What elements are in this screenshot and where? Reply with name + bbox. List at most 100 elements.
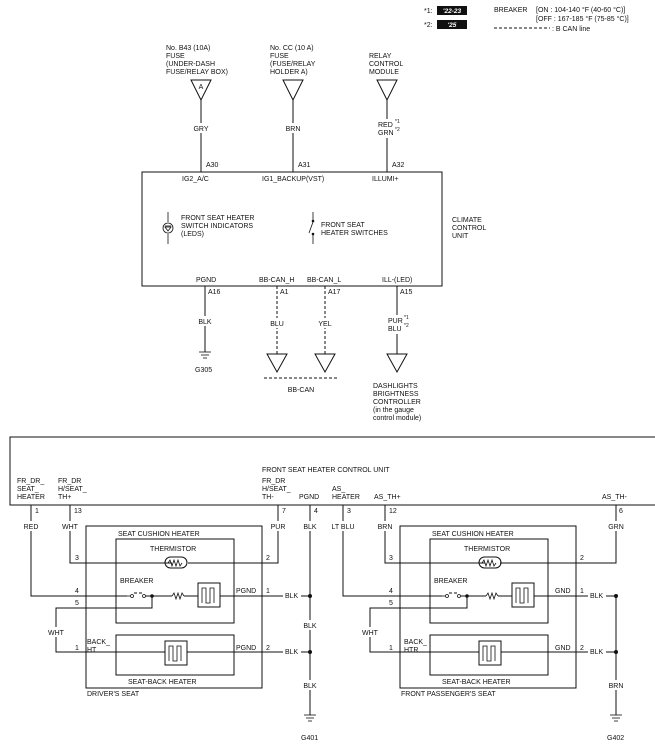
drv-wire-pur bbox=[188, 505, 279, 564]
drv-wire-wht-label: WHT bbox=[62, 524, 79, 531]
pas-brn-bg bbox=[605, 680, 627, 690]
drv-cushion-heater-element-icon bbox=[197, 582, 221, 608]
terminal-ig2-ac: IG2_A/C bbox=[182, 176, 209, 183]
drv-breaker-icon bbox=[127, 592, 154, 598]
drv-blk3-bg bbox=[301, 620, 319, 630]
pas-gnd2-label: GND bbox=[555, 645, 571, 652]
drv-resistor-icon bbox=[171, 591, 185, 601]
wire-red-label: RED bbox=[378, 122, 393, 129]
dash-ctrl-label-5: control module) bbox=[373, 415, 421, 422]
drv-cushion-box bbox=[115, 538, 235, 624]
drv-wire-red bbox=[30, 505, 127, 597]
wire-brn-label: BRN bbox=[286, 126, 301, 133]
relay-label-1: RELAY bbox=[369, 53, 392, 60]
drv-wire-wht-label-bg bbox=[59, 521, 81, 531]
climate-unit-name-3: UNIT bbox=[452, 233, 469, 240]
wire-red-grn-label-bg bbox=[376, 119, 402, 138]
pin-a31: A31 bbox=[298, 162, 311, 169]
drv-pin-5: 5 bbox=[75, 600, 79, 607]
fshcu-title: FRONT SEAT HEATER CONTROL UNIT bbox=[262, 467, 390, 474]
drv-pin-4: 4 bbox=[75, 588, 79, 595]
wire-pur-label: PUR bbox=[388, 318, 403, 325]
note2-badge: '25 bbox=[448, 22, 457, 29]
switches-label-1: FRONT SEAT bbox=[321, 222, 365, 229]
pas-cushion-box bbox=[429, 538, 549, 624]
dash-ctrl-label-3: CONTROLLER bbox=[373, 399, 421, 406]
bbcan-l-connector-symbol bbox=[314, 353, 336, 374]
wire-grn-note: *2 bbox=[395, 127, 400, 133]
fuse-b43-label-2: FUSE bbox=[166, 53, 185, 60]
drv-wire-red-label-bg bbox=[20, 521, 42, 531]
pas-pin-1b: 1 bbox=[389, 645, 393, 652]
pas-pin-5: 5 bbox=[389, 600, 393, 607]
drv-blk1-label: BLK bbox=[285, 593, 299, 600]
pas-breaker-label: BREAKER bbox=[434, 578, 467, 585]
pas-blk1-label: BLK bbox=[590, 593, 604, 600]
note2-marker: *2: bbox=[424, 22, 433, 29]
drv-wire-wht-back bbox=[55, 596, 153, 653]
drv-pin-3: 3 bbox=[75, 555, 79, 562]
wire-yel-label: YEL bbox=[318, 321, 331, 328]
pas-seat-back-label: SEAT-BACK HEATER bbox=[442, 679, 511, 686]
fuse-cc-label-2: FUSE bbox=[270, 53, 289, 60]
pas-wire-grn bbox=[500, 505, 617, 564]
drv-seat-back-box bbox=[115, 634, 235, 676]
ground-g402-icon bbox=[610, 714, 622, 722]
pas-wire-wht-back bbox=[369, 596, 468, 653]
note1-badge-bg bbox=[437, 6, 467, 15]
pas-splice-1 bbox=[614, 594, 618, 598]
drv-pin-2: 2 bbox=[266, 555, 270, 562]
note2-badge-bg bbox=[437, 20, 467, 29]
wire-blu-label: BLU bbox=[270, 321, 284, 328]
wire-pur-note: *1 bbox=[404, 315, 409, 321]
climate-control-unit-box bbox=[141, 171, 443, 287]
relay-connector-symbol bbox=[376, 79, 398, 102]
drv-blk-splice-2 bbox=[308, 650, 312, 654]
fuse-b43: No. B43 (10A) FUSE (UNDER-DASH FUSE/RELA… bbox=[166, 45, 228, 102]
fshcu-pin-1: 1 bbox=[35, 508, 39, 515]
pas-pin-2b: 2 bbox=[580, 645, 584, 652]
indicators-label-3: (LEDS) bbox=[181, 231, 204, 238]
pas-blk2-bg bbox=[588, 646, 606, 656]
drv-thermistor-icon bbox=[164, 556, 188, 569]
term-fr-dr-th-minus-2: H/SEAT_ bbox=[262, 486, 291, 493]
drv-blk2-bg bbox=[283, 646, 301, 656]
wire-blk-label-bg bbox=[195, 316, 215, 326]
ground-g305-icon bbox=[199, 351, 211, 359]
ground-g401: G401 bbox=[301, 735, 318, 742]
indicators-label-1: FRONT SEAT HEATER bbox=[181, 215, 254, 222]
pas-wire-brn-bg bbox=[374, 521, 396, 531]
indicators-label-2: SWITCH INDICATORS bbox=[181, 223, 253, 230]
terminal-bbcan-h: BB-CAN_H bbox=[259, 277, 294, 284]
fuse-b43-connector-letter: A bbox=[199, 84, 204, 91]
fuse-b43-label-3: (UNDER-DASH bbox=[166, 61, 215, 68]
wire-gry-label-bg bbox=[188, 123, 212, 133]
wire-blk-label: BLK bbox=[198, 319, 212, 326]
term-fr-dr-th-plus-1: FR_DR bbox=[58, 478, 81, 485]
drv-wire-wht2-bg bbox=[45, 627, 67, 637]
driver-seat-label: DRIVER'S SEAT bbox=[87, 691, 140, 698]
relay-label-2: CONTROL bbox=[369, 61, 403, 68]
pin-a16: A16 bbox=[208, 289, 221, 296]
ground-g402: G402 bbox=[607, 735, 624, 742]
drv-seat-back-label: SEAT-BACK HEATER bbox=[128, 679, 197, 686]
drv-blk1-bg bbox=[283, 590, 301, 600]
drv-wire-blk-label-bg bbox=[299, 521, 321, 531]
fuse-b43-label-4: FUSE/RELAY BOX) bbox=[166, 69, 228, 76]
term-fr-dr-seat-3: HEATER bbox=[17, 494, 45, 501]
heater-switch-icon bbox=[308, 212, 315, 244]
pas-wire-brn-label: BRN bbox=[378, 524, 393, 531]
terminal-pgnd: PGND bbox=[196, 277, 216, 284]
pas-wire-ltblu-bg bbox=[330, 521, 358, 531]
pas-wire-wht-bg bbox=[359, 627, 381, 637]
legend: *1: '22-23 *2: '25 BREAKER [ON : 104-140… bbox=[424, 6, 629, 33]
term-as-heater-1: AS_ bbox=[332, 486, 345, 493]
pas-blk1-bg bbox=[588, 590, 606, 600]
pas-pin-4: 4 bbox=[389, 588, 393, 595]
note1-marker: *1: bbox=[424, 8, 433, 15]
fuse-cc: No. CC (10 A) FUSE (FUSE/RELAY HOLDER A) bbox=[270, 45, 316, 102]
term-fr-dr-seat-1: FR_DR_ bbox=[17, 478, 44, 485]
switches-label-2: HEATER SWITCHES bbox=[321, 230, 388, 237]
drv-pin-1a: 1 bbox=[266, 588, 270, 595]
